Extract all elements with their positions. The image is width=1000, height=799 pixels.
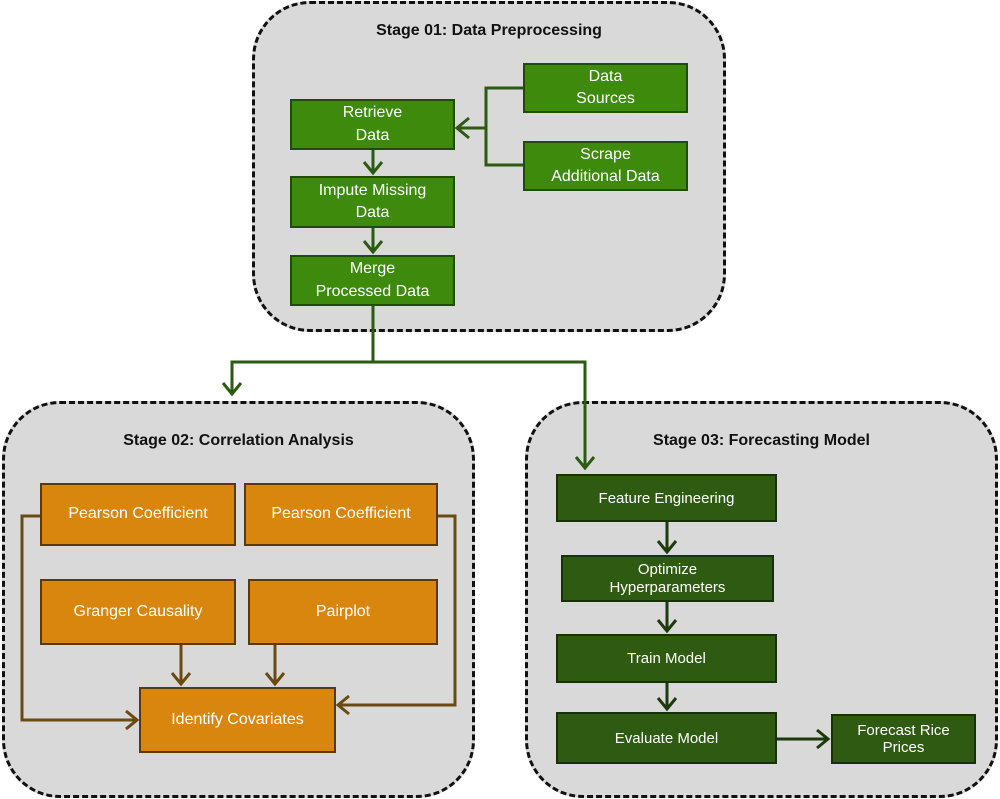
arrowhead-forecast (816, 728, 831, 750)
arrowhead-pairplot (264, 672, 286, 687)
edge-pearson-right-to-covariates (339, 514, 457, 707)
arrowhead-retrieve (454, 116, 470, 140)
node-optimize-hyperparameters[interactable]: Optimize Hyperparameters (561, 555, 774, 602)
node-feature-engineering[interactable]: Feature Engineering (556, 474, 777, 522)
arrowhead-covariates-left (125, 709, 140, 731)
edge-merge-to-stage2 (230, 306, 375, 394)
node-merge-processed-data[interactable]: Merge Processed Data (290, 255, 455, 306)
edge-pearson-left-to-covariates (20, 514, 136, 722)
arrowhead-evaluate (656, 697, 678, 712)
node-pearson-coefficient-right[interactable]: Pearson Coefficient (244, 483, 438, 546)
node-scrape-additional-data[interactable]: Scrape Additional Data (523, 141, 688, 191)
edge-scrape-to-retrieve (484, 128, 523, 167)
node-retrieve-data[interactable]: Retrieve Data (290, 99, 455, 150)
stage-02-title: Stage 02: Correlation Analysis (123, 432, 354, 449)
arrowhead-merge (362, 240, 384, 255)
edge-merge-to-stage3 (373, 360, 587, 468)
node-pearson-coefficient-left[interactable]: Pearson Coefficient (40, 483, 236, 546)
node-identify-covariates[interactable]: Identify Covariates (139, 687, 336, 753)
edge-sources-to-retrieve (459, 86, 523, 130)
arrowhead-optimize (656, 540, 678, 555)
arrowhead-stage3 (574, 456, 596, 471)
stage-01-title: Stage 01: Data Preprocessing (376, 22, 602, 39)
node-train-model[interactable]: Train Model (556, 634, 777, 683)
arrowhead-impute (362, 161, 384, 176)
arrowhead-train (656, 619, 678, 634)
arrowhead-granger (170, 672, 192, 687)
node-forecast-rice-prices[interactable]: Forecast Rice Prices (831, 714, 976, 764)
node-evaluate-model[interactable]: Evaluate Model (556, 712, 777, 764)
arrowhead-covariates-right (335, 694, 350, 716)
arrowhead-stage2 (221, 382, 243, 397)
node-pairplot[interactable]: Pairplot (248, 579, 438, 645)
node-impute-missing-data[interactable]: Impute Missing Data (290, 176, 455, 228)
node-granger-causality[interactable]: Granger Causality (40, 579, 236, 645)
stage-03-title: Stage 03: Forecasting Model (653, 432, 870, 449)
node-data-sources[interactable]: Data Sources (523, 63, 688, 113)
